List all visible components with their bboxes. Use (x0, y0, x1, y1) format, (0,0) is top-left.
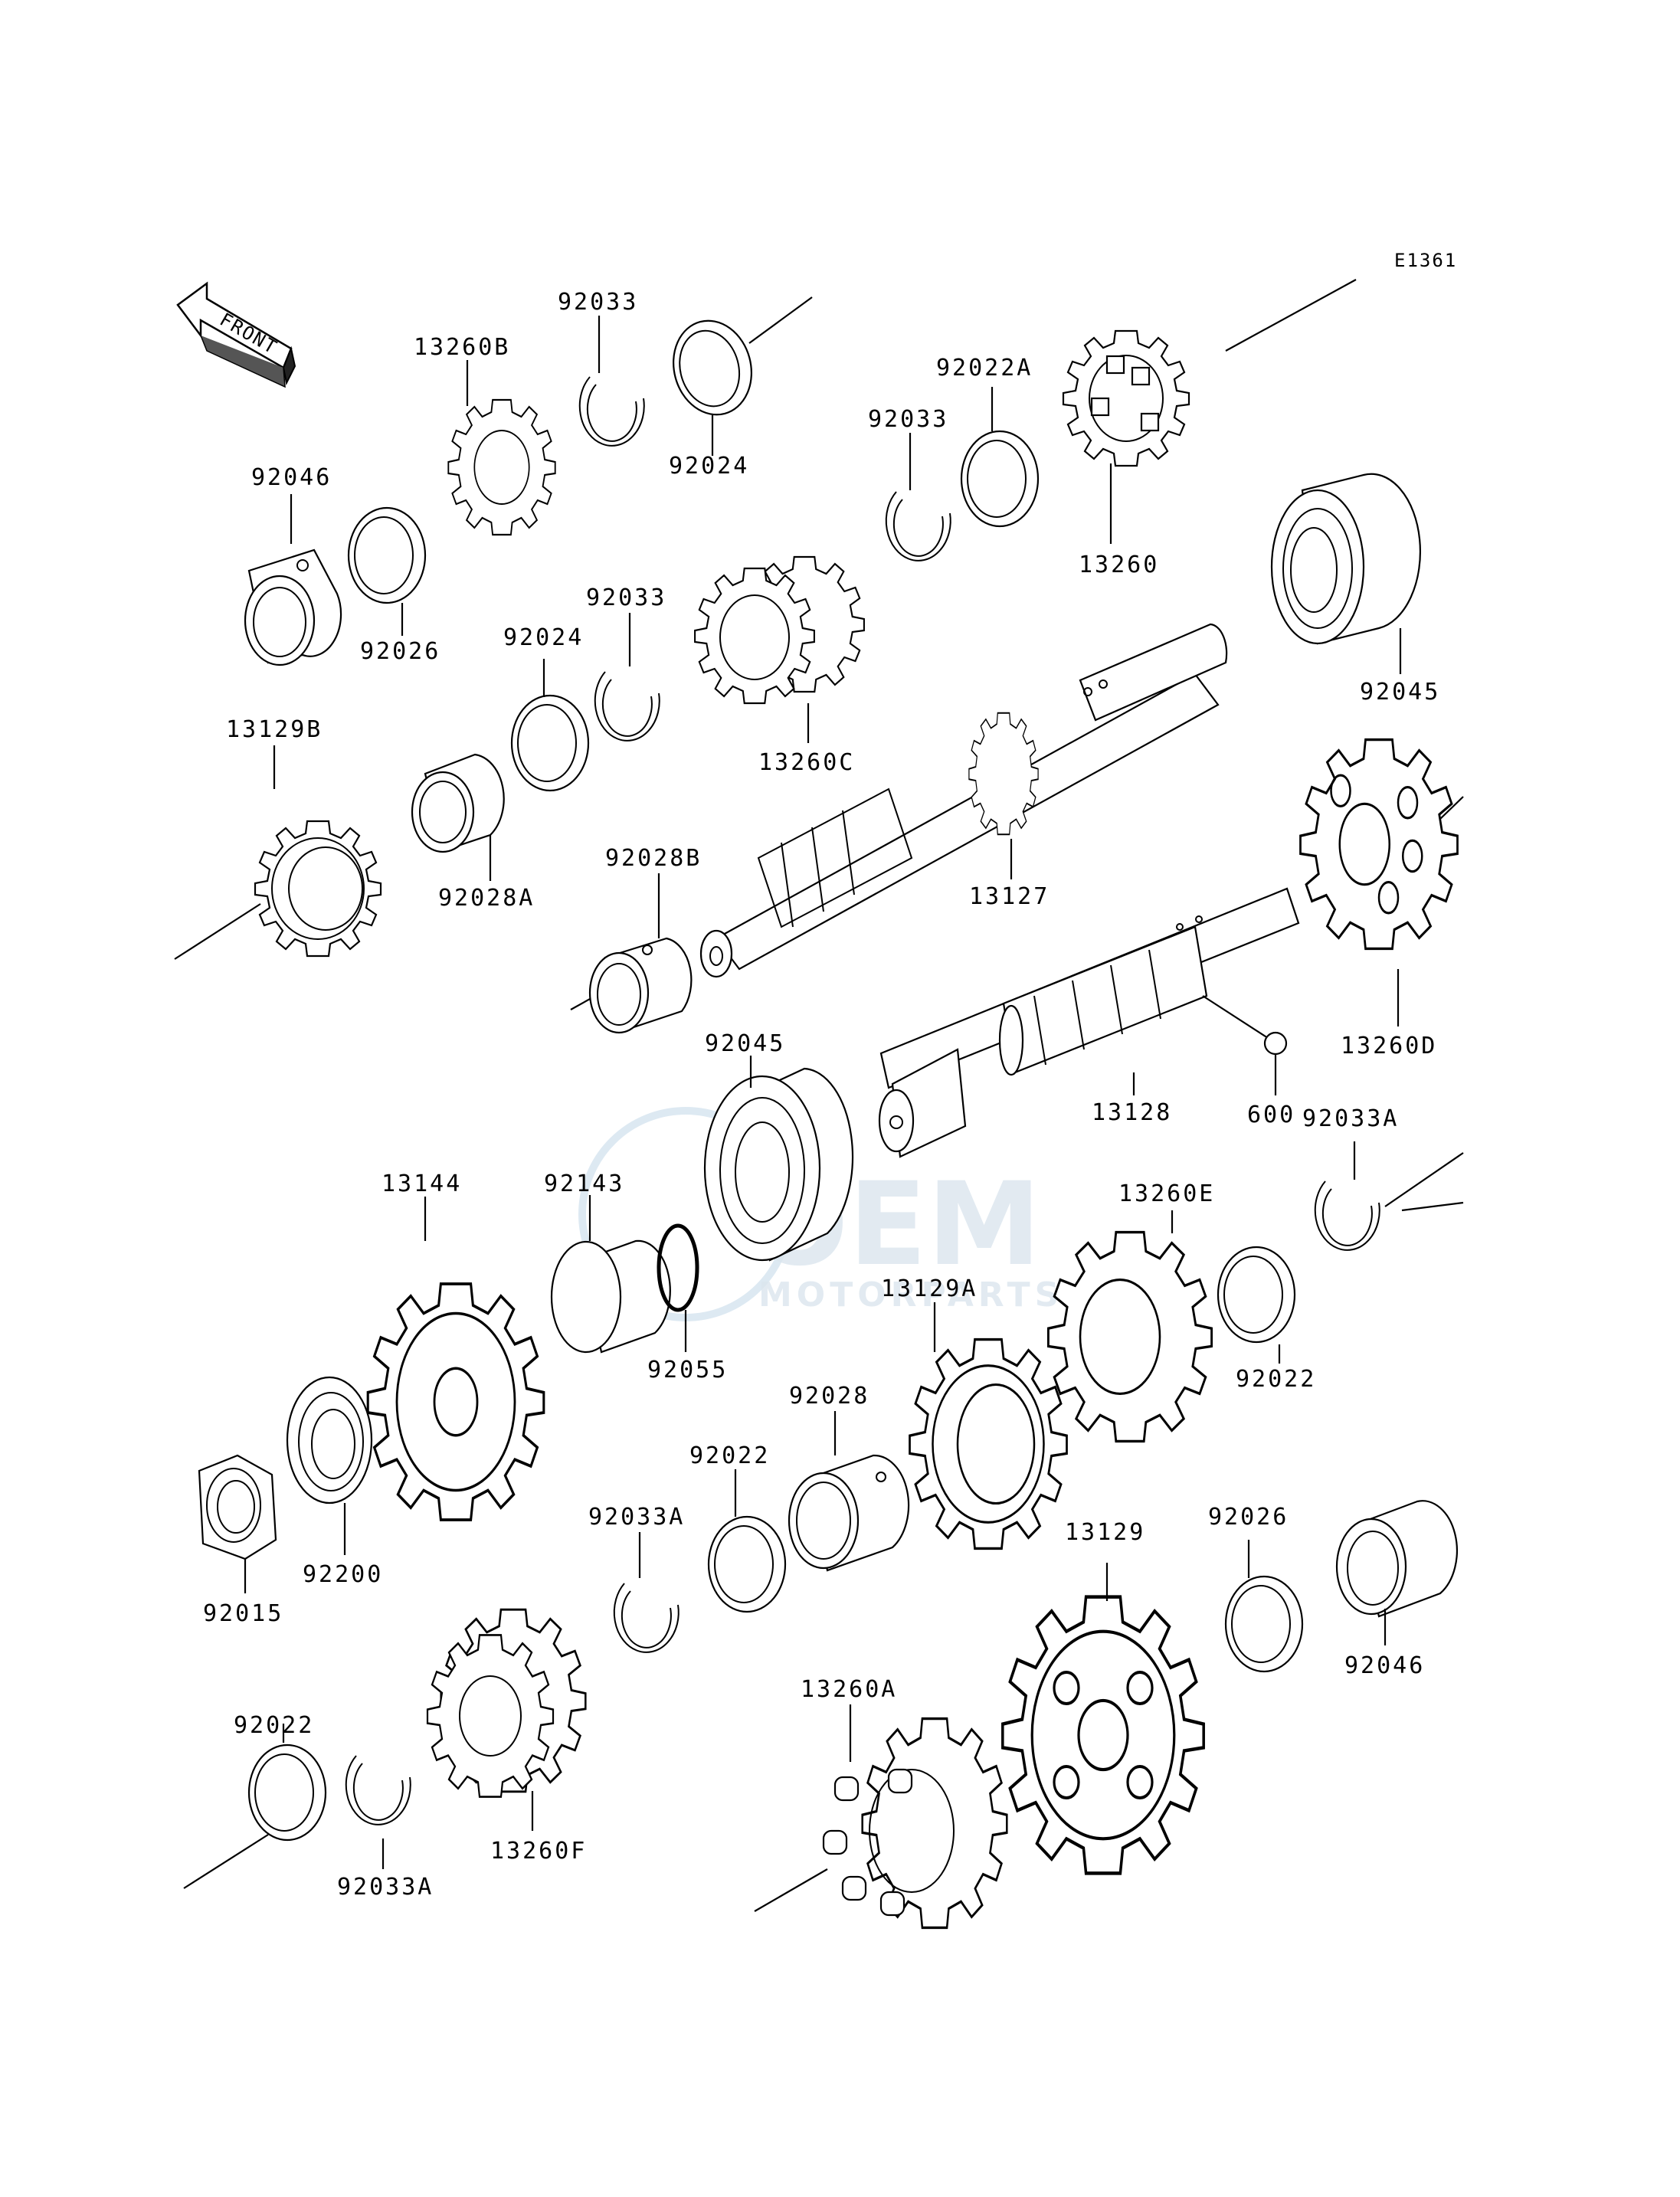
part-92024-ring[interactable] (662, 311, 763, 424)
axis-line (174, 903, 261, 960)
part-92033A-clip-2[interactable] (613, 1583, 680, 1653)
part-92033-clip-2[interactable] (885, 491, 951, 562)
part-13260A-gear[interactable] (822, 1717, 1009, 1930)
part-600-pin[interactable] (1263, 1031, 1288, 1056)
part-92028A-bearing[interactable] (411, 753, 505, 853)
part-92022-ring-2[interactable] (707, 1515, 787, 1613)
label-92045: 92045 (1360, 679, 1440, 706)
label-92022-3: 92022 (234, 1712, 314, 1739)
label-92024: 92024 (669, 453, 749, 480)
label-600: 600 (1247, 1102, 1295, 1128)
label-92015: 92015 (203, 1600, 283, 1627)
diagram-code: E1361 (1394, 250, 1457, 271)
label-92033A-2: 92033A (588, 1504, 685, 1531)
part-92022A-ring[interactable] (960, 430, 1040, 528)
part-13144-sprocket[interactable] (366, 1282, 545, 1521)
label-92046-2: 92046 (1344, 1652, 1425, 1679)
label-13260D: 13260D (1341, 1033, 1437, 1059)
part-92046-bushing[interactable] (244, 548, 342, 666)
part-13260D-gear[interactable] (1298, 738, 1459, 951)
part-13260-gear[interactable] (1062, 329, 1190, 467)
part-92045-bearing[interactable] (1270, 473, 1422, 645)
part-92143-collar[interactable] (550, 1239, 671, 1354)
label-13260A: 13260A (801, 1676, 897, 1703)
part-92055-o-ring[interactable] (657, 1223, 699, 1312)
label-92022A: 92022A (936, 355, 1033, 381)
label-13260C: 13260C (758, 749, 855, 776)
label-92028: 92028 (789, 1383, 869, 1410)
part-92028-bearing[interactable] (788, 1454, 910, 1572)
part-92024-ring-2[interactable] (510, 694, 590, 792)
label-92022: 92022 (1236, 1366, 1316, 1393)
label-13129A: 13129A (881, 1275, 978, 1302)
part-13129-gear[interactable] (1003, 1597, 1204, 1874)
part-92022-ring-3[interactable] (247, 1744, 327, 1842)
axis-line (1225, 279, 1357, 352)
part-13127-shaft[interactable] (699, 623, 1228, 978)
part-13129A-gear[interactable] (908, 1338, 1069, 1550)
label-92200: 92200 (303, 1561, 383, 1588)
label-92033A: 92033A (1302, 1105, 1399, 1132)
part-92033A-clip-3[interactable] (345, 1755, 411, 1825)
part-13260C-gear[interactable] (693, 555, 866, 705)
part-92033A-clip[interactable] (1314, 1180, 1380, 1251)
label-92033-2: 92033 (868, 406, 948, 433)
part-92026-washer[interactable] (347, 506, 427, 604)
label-92033A-3: 92033A (337, 1874, 434, 1901)
label-92055: 92055 (647, 1357, 728, 1383)
label-13144: 13144 (382, 1171, 462, 1197)
label-92033: 92033 (558, 289, 638, 316)
label-92143: 92143 (544, 1171, 624, 1197)
part-13260F-gear[interactable] (426, 1608, 587, 1798)
part-92028B-bushing[interactable] (588, 937, 693, 1034)
part-92026-washer-2[interactable] (1224, 1575, 1304, 1673)
axis-line (748, 296, 813, 344)
label-92028A: 92028A (438, 885, 535, 912)
label-13129B: 13129B (226, 716, 323, 743)
label-92022-2: 92022 (689, 1442, 770, 1469)
label-13260B: 13260B (414, 334, 510, 361)
label-92026: 92026 (360, 638, 440, 665)
part-13260E-gear[interactable] (1046, 1230, 1213, 1443)
label-13260F: 13260F (490, 1838, 587, 1865)
label-92026-2: 92026 (1208, 1504, 1289, 1531)
part-13128-shaft[interactable] (878, 887, 1300, 1158)
front-arrow-icon: FRONT (176, 281, 296, 388)
label-92045-2: 92045 (705, 1030, 785, 1057)
part-92033-clip[interactable] (578, 376, 645, 447)
part-13129B-gear[interactable] (254, 820, 382, 958)
part-92046-bushing-2[interactable] (1335, 1500, 1458, 1618)
watermark-sub-text: MOTORPARTS (758, 1275, 1063, 1315)
part-92033-clip-3[interactable] (594, 671, 660, 742)
label-92024-2: 92024 (503, 624, 584, 651)
part-92045-bearing-2[interactable] (703, 1067, 854, 1262)
part-13260B-gear[interactable] (447, 398, 556, 536)
label-92046: 92046 (251, 464, 332, 491)
label-13127: 13127 (969, 883, 1050, 910)
part-92200-lock-washer[interactable] (286, 1376, 373, 1505)
part-92015-nut[interactable] (198, 1454, 277, 1560)
label-92028B: 92028B (605, 845, 702, 872)
label-92033-3: 92033 (586, 584, 666, 611)
label-13260E: 13260E (1118, 1180, 1215, 1207)
label-13128: 13128 (1092, 1099, 1172, 1126)
label-13260: 13260 (1079, 552, 1159, 578)
part-92022-ring[interactable] (1217, 1246, 1296, 1344)
label-13129: 13129 (1065, 1519, 1145, 1546)
